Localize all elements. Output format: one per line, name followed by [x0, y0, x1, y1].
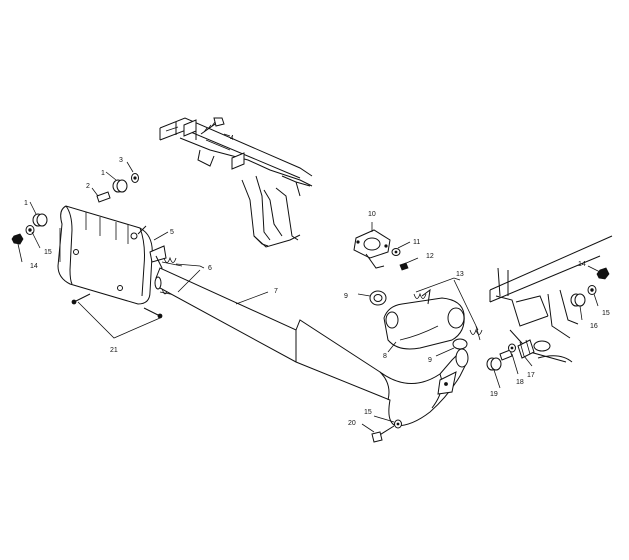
callout-15a: 15	[44, 249, 52, 256]
callout-14a: 14	[30, 263, 38, 270]
callout-14b: 14	[578, 261, 586, 268]
springs-13	[413, 292, 483, 341]
leader-lines	[17, 133, 601, 433]
callout-15b: 15	[602, 310, 610, 317]
callout-20: 20	[348, 420, 356, 427]
muffler	[57, 205, 167, 305]
callout-12: 12	[426, 253, 434, 260]
callout-7: 7	[274, 288, 278, 295]
callout-9a: 9	[344, 293, 348, 300]
callout-21: 21	[110, 347, 118, 354]
callout-6: 6	[208, 265, 212, 272]
gasket-9b	[452, 338, 468, 350]
grommets-upper-left	[11, 173, 139, 245]
washers-11-12	[391, 248, 409, 271]
gasket-9a	[369, 290, 387, 306]
callout-10: 10	[368, 211, 376, 218]
callout-9b: 9	[428, 357, 432, 364]
callout-13: 13	[456, 271, 464, 278]
callout-11: 11	[413, 239, 420, 246]
callout-18: 18	[516, 379, 524, 386]
callout-17: 17	[527, 372, 535, 379]
manifold-flange-10	[353, 229, 391, 269]
callout-labels: 4 3 1 2 1 15 14 5 6 7 21 10 11 12 9 13 8…	[24, 135, 610, 427]
callout-1a: 1	[101, 170, 105, 177]
bolt-4	[200, 117, 225, 135]
callout-3: 3	[119, 157, 123, 164]
callout-8: 8	[383, 353, 387, 360]
callout-15c: 15	[364, 409, 372, 416]
frame-rail-upper	[159, 117, 313, 248]
frame-rail-right	[489, 235, 613, 363]
bolt-20	[371, 419, 402, 443]
callout-16: 16	[590, 323, 598, 330]
hardware-right	[486, 267, 610, 371]
callout-1b: 1	[24, 200, 28, 207]
callout-2: 2	[86, 183, 90, 190]
bolts-21	[71, 293, 163, 319]
y-pipe-8	[383, 288, 465, 350]
callout-19: 19	[490, 391, 498, 398]
callout-4: 4	[230, 135, 234, 142]
bracket-17	[517, 339, 535, 359]
callout-5: 5	[170, 229, 174, 236]
